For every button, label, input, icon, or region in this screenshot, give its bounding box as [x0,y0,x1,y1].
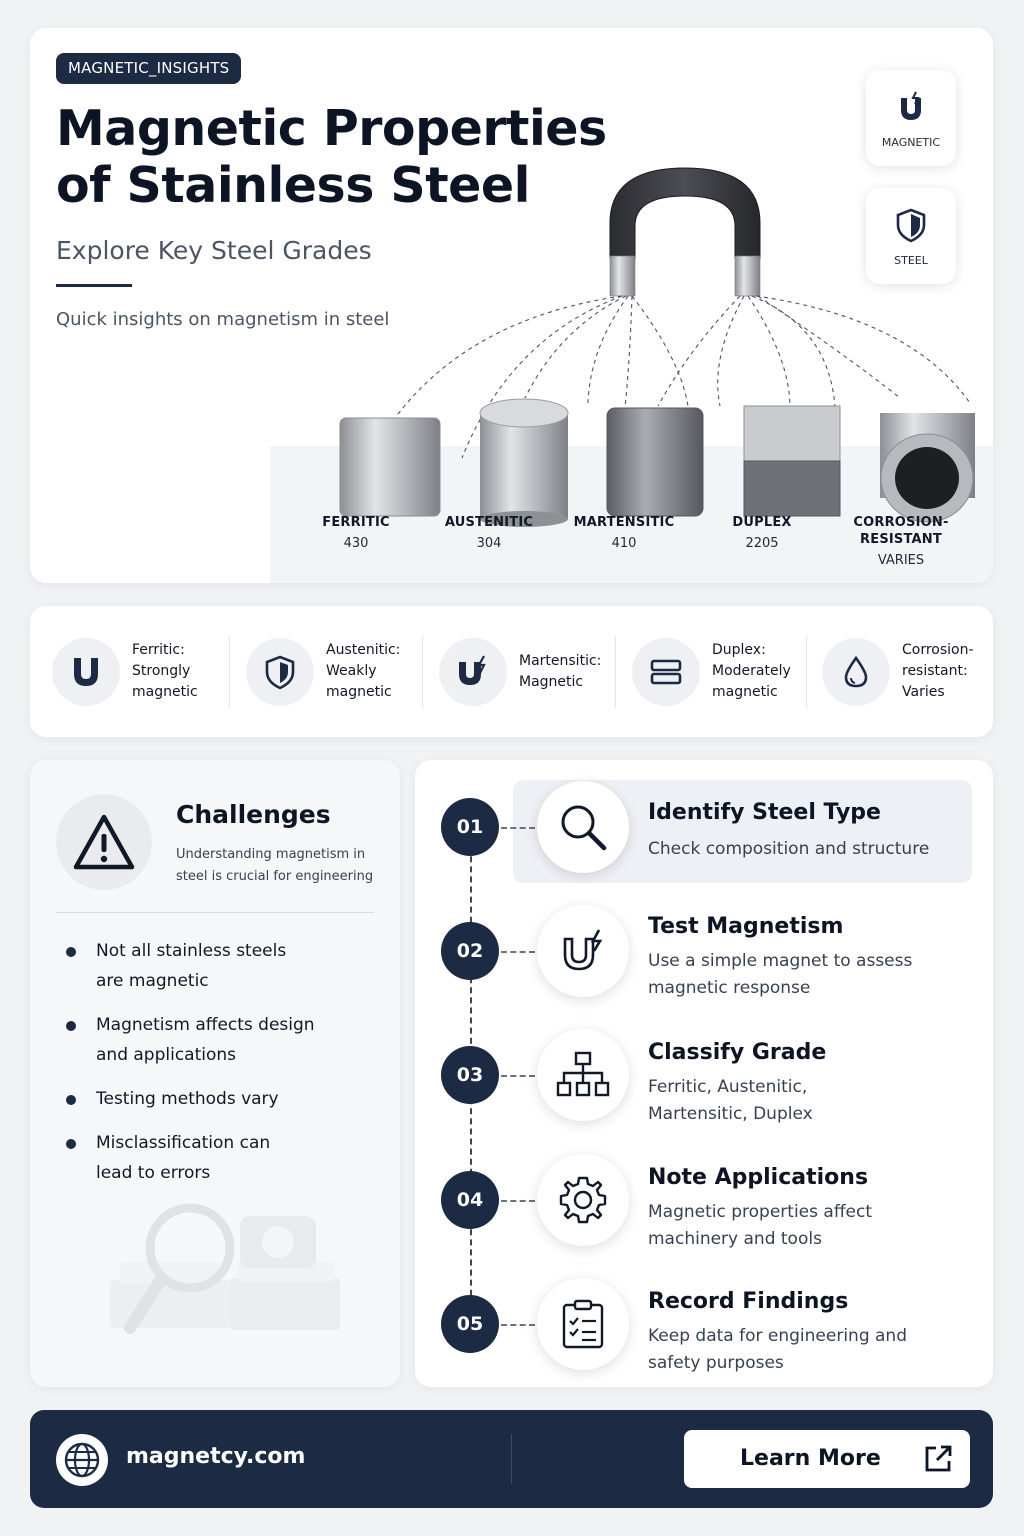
title-underline [56,284,132,287]
austenitic-sample [479,398,569,527]
grade-summary-strip: Ferritic:Strongly magnetic Austenitic:We… [30,606,993,737]
challenges-title: Challenges [176,800,331,829]
divider [56,912,374,913]
summary-corrosion-resistant: Corrosion-resistant:Varies [822,606,982,737]
summary-duplex: Duplex:Moderately magnetic [632,606,802,737]
duplex-sample [743,405,841,517]
step-classify-grade: 03 Classify Grade Ferritic, Austenitic, … [415,1028,993,1138]
gear-icon [559,1176,607,1224]
martensitic-sample [606,407,704,517]
shield-icon [265,655,295,689]
field-lines [394,295,971,459]
challenges-description: Understanding magnetism in steel is cruc… [176,847,374,884]
ferritic-sample [339,417,441,517]
magnet-icon [901,91,921,120]
divider [229,636,230,708]
summary-martensitic: Martensitic:Magnetic [439,606,601,737]
shield-icon [896,208,926,243]
magnet-bolt-icon [563,929,603,971]
page-description: Quick insights on magnetism in steel [56,309,390,330]
search-icon [561,805,607,851]
drop-icon [844,655,868,687]
step-record-findings: 05 Record Findings Keep data for enginee… [415,1278,993,1388]
globe-icon [64,1442,100,1478]
list-item: Not all stainless steels are magnetic [66,936,296,996]
step-note-applications: 04 Note Applications Magnetic properties… [415,1153,993,1263]
horseshoe-magnet [609,167,761,259]
page-title: Magnetic Properties of Stainless Steel [56,100,607,214]
website-link[interactable]: magnetcy.com [126,1444,306,1469]
steel-badge: STEEL [866,188,956,284]
magnifier-samples-illustration [110,1203,340,1334]
hero-card: MAGNETIC_INSIGHTS Magnetic Properties of… [30,28,993,583]
process-steps-panel: 01 Identify Steel Type Check composition… [415,760,993,1387]
list-item: Testing methods vary [66,1084,366,1114]
footer-bar: magnetcy.com Learn More [30,1410,993,1508]
step-identify-steel-type: 01 Identify Steel Type Check composition… [415,776,993,886]
layers-icon [650,659,682,684]
hierarchy-icon [556,1051,610,1097]
category-tag: MAGNETIC_INSIGHTS [56,53,242,84]
external-link-icon [925,1445,952,1472]
clipboard-icon [562,1299,604,1349]
challenges-list: Not all stainless steels are magnetic Ma… [66,936,366,1202]
magnet-samples-illustration [339,167,975,527]
magnet-icon [74,657,98,686]
list-item: Magnetism affects design and application… [66,1010,316,1070]
challenges-panel: Challenges Understanding magnetism in st… [30,760,400,1387]
magnet-bolt-icon [459,654,486,685]
corrosion-resistant-sample [880,413,975,523]
warning-icon [73,814,135,870]
page-subtitle: Explore Key Steel Grades [56,236,372,265]
magnetic-badge: MAGNETIC [866,70,956,166]
summary-ferritic: Ferritic:Strongly magnetic [52,606,222,737]
learn-more-button[interactable]: Learn More [684,1430,970,1488]
divider [806,636,807,708]
divider [615,636,616,708]
divider [511,1434,512,1484]
summary-austenitic: Austenitic:Weakly magnetic [246,606,406,737]
step-test-magnetism: 02 Test Magnetism Use a simple magnet to… [415,902,993,1012]
list-item: Misclassification can lead to errors [66,1128,296,1188]
divider [422,636,423,708]
